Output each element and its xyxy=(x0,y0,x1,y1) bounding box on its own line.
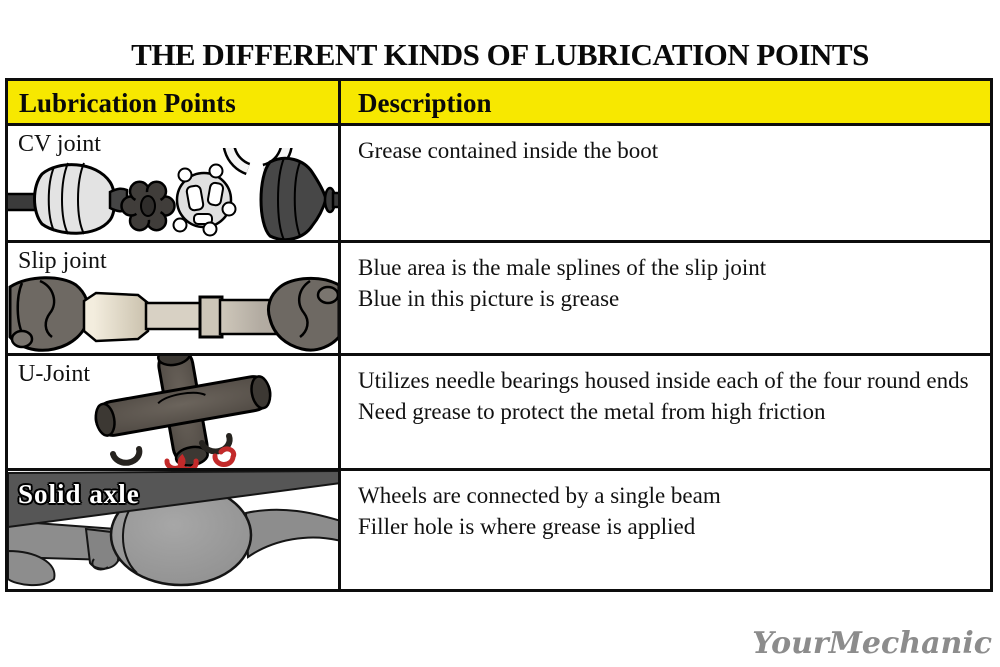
description-line: Need grease to protect the metal from hi… xyxy=(358,398,826,424)
cv-joint-cell: CV joint xyxy=(8,126,341,240)
driveshaft-slip-joint-illustration xyxy=(8,276,338,352)
table-row: U-Joint xyxy=(8,353,990,468)
row-label-solid-axle: Solid axle xyxy=(18,479,140,509)
description-line: Blue in this picture is grease xyxy=(358,285,620,311)
column-header-description: Description xyxy=(358,88,492,118)
u-joint-spider-illustration xyxy=(94,356,272,468)
table-row: Slip joint xyxy=(8,240,990,353)
slip-joint-description: Blue area is the male splines of the sli… xyxy=(341,243,990,353)
cv-joint-description: Grease contained inside the boot xyxy=(341,126,990,240)
lubrication-points-table: Lubrication Points Description CV joint xyxy=(5,78,993,592)
slip-joint-cell: Slip joint xyxy=(8,243,341,353)
table-row: Solid axle Wheels are connected by a sin… xyxy=(8,468,990,589)
solid-axle-description: Wheels are connected by a single beam Fi… xyxy=(341,471,990,589)
description-line: Utilizes needle bearings housed inside e… xyxy=(358,368,969,393)
description-line: Grease contained inside the boot xyxy=(358,138,659,163)
u-joint-description: Utilizes needle bearings housed inside e… xyxy=(341,356,990,468)
row-label-slip-joint: Slip joint xyxy=(18,248,107,274)
description-line: Wheels are connected by a single beam xyxy=(358,483,721,508)
u-joint-cell: U-Joint xyxy=(8,356,341,468)
yourmechanic-logo: YourMechanic xyxy=(752,626,992,661)
table-header-row: Lubrication Points Description xyxy=(8,81,990,123)
cv-joint-exploded-illustration xyxy=(8,148,338,240)
column-header-lubrication-points: Lubrication Points xyxy=(8,81,341,123)
table-row: CV joint xyxy=(8,123,990,240)
row-label-cv-joint: CV joint xyxy=(18,131,101,157)
solid-axle-illustration xyxy=(8,471,338,587)
solid-axle-cell: Solid axle xyxy=(8,471,341,589)
description-line: Filler hole is where grease is applied xyxy=(358,513,696,539)
page-title: THE DIFFERENT KINDS OF LUBRICATION POINT… xyxy=(131,36,869,72)
description-line: Blue area is the male splines of the sli… xyxy=(358,255,767,280)
row-label-u-joint: U-Joint xyxy=(18,361,90,387)
